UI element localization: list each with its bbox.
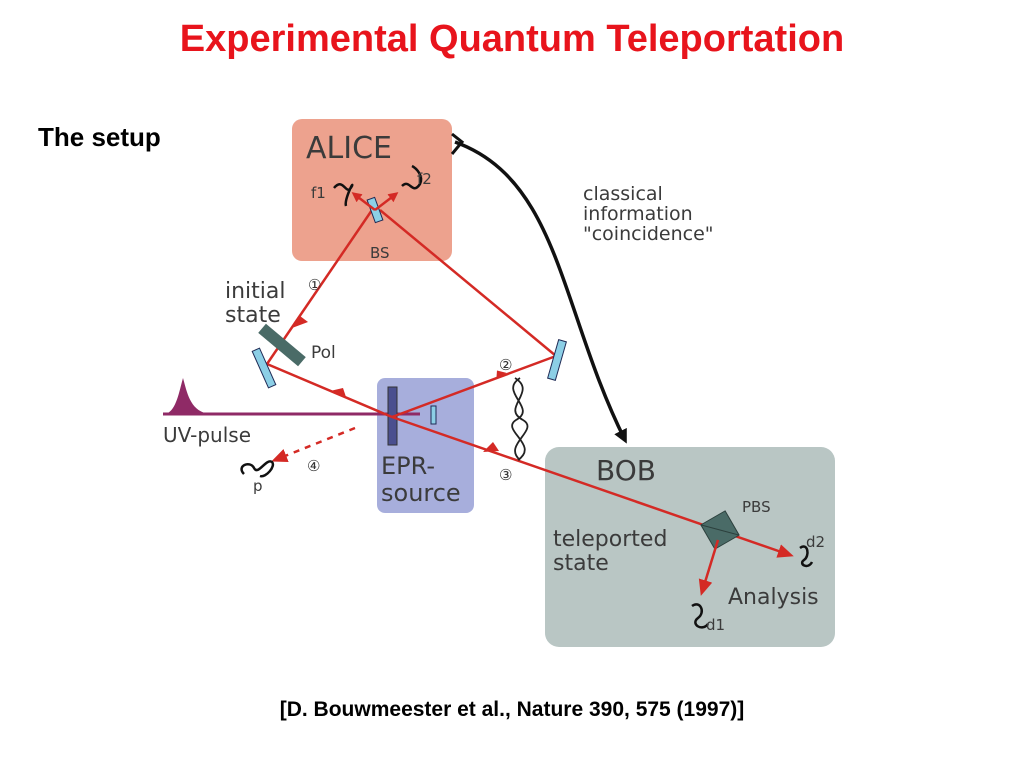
mirror-left (251, 347, 277, 389)
beam-to-f2 (374, 192, 399, 211)
epr-label-line2: source (381, 479, 461, 507)
path-label-1: ① (308, 276, 321, 294)
citation: [D. Bouwmeester et al., Nature 390, 575 … (279, 698, 745, 721)
uv-pulse-icon (165, 378, 210, 414)
beam-arrow-2 (496, 370, 507, 379)
initial-label-line2: state (225, 303, 281, 328)
beam-pol-to-bs (265, 209, 374, 365)
initial-label-line1: initial (225, 279, 286, 304)
bs-label: BS (370, 244, 390, 262)
entanglement-wiggle (514, 377, 529, 461)
beam-mirror2-to-bs (379, 209, 557, 357)
mirror-right (547, 339, 567, 381)
bob-label: BOB (596, 454, 656, 487)
beam-crystal-to-pol (266, 362, 393, 419)
slide-title: Experimental Quantum Teleportation (179, 18, 845, 60)
path-label-2: ② (499, 356, 512, 374)
beam-to-f1 (351, 192, 376, 211)
classical-info-arrow-tail (450, 132, 465, 155)
alice-label: ALICE (306, 131, 392, 166)
pbs-diagonal (700, 524, 740, 536)
d1-label: d1 (706, 616, 725, 634)
detector-d1-icon (691, 603, 709, 629)
path-label-3: ③ (499, 466, 512, 484)
detector-p-icon (240, 460, 275, 478)
d2-label: d2 (806, 533, 825, 551)
detector-f1-icon (333, 183, 354, 207)
beam-crystal-to-mirror2 (391, 354, 557, 419)
classical-label-line1: classical (583, 183, 663, 205)
entanglement-wiggle-2 (511, 377, 526, 461)
analysis-label: Analysis (728, 585, 819, 610)
classical-label-line2: information (583, 203, 693, 225)
pol-label: Pol (311, 343, 336, 363)
uv-pulse-label: UV-pulse (163, 423, 251, 447)
beam-to-p-dotted (271, 426, 356, 463)
bob-box (545, 447, 835, 647)
polarizer (258, 323, 306, 367)
slide-subtitle: The setup (38, 122, 161, 152)
beam-arrow-1 (330, 388, 346, 397)
p-label: p (253, 477, 263, 495)
f1-label: f1 (311, 184, 326, 202)
beam-arrow-4 (483, 442, 499, 452)
teleported-label-line2: state (553, 551, 609, 576)
pbs-label: PBS (742, 498, 771, 516)
alice-box (292, 119, 452, 261)
classical-label-line3: "coincidence" (583, 223, 714, 245)
epr-source-box (377, 378, 474, 513)
detector-d2-icon (799, 545, 814, 568)
teleported-label-line1: teleported (553, 527, 667, 552)
epr-label-line1: EPR- (381, 452, 435, 480)
f2-label: f2 (417, 170, 432, 188)
pump-mirror (430, 405, 437, 425)
beam-arrow-3 (292, 316, 308, 328)
detector-f2-icon (401, 164, 423, 190)
classical-info-arrow (454, 140, 627, 444)
path-label-4: ④ (307, 457, 320, 475)
beam-pbs-to-d1 (698, 539, 720, 596)
